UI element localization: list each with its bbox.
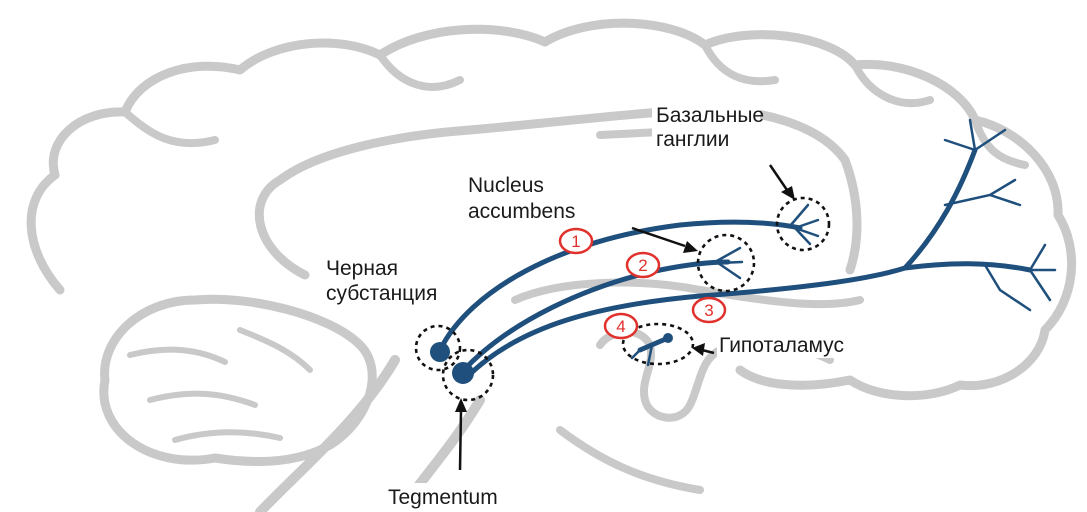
nigra-nucleus [430,342,450,362]
pathway-2-line [462,262,728,372]
badge-2-text: 2 [638,256,647,275]
badge-4-text: 4 [616,317,625,336]
badge-3: 3 [693,298,725,322]
badge-2: 2 [627,253,659,277]
basal-ganglia-label-line1: Базальные [656,104,764,127]
hypothalamus-label: Гипоталамус [719,334,844,357]
badge-4: 4 [605,314,637,338]
nigra-label-line2: субстанция [326,282,437,305]
accumbens-label-line1: Nucleus [468,174,544,197]
tegmentum-label: Tegmentum [388,486,498,509]
badge-1: 1 [560,229,592,253]
badge-3-text: 3 [704,301,713,320]
tegmentum-nucleus [452,362,474,384]
nigra-label-line1: Черная [326,257,398,280]
accumbens-label-line2: accumbens [468,200,575,223]
basal-ganglia-label-line2: ганглии [656,128,729,151]
badge-1-text: 1 [571,232,580,251]
